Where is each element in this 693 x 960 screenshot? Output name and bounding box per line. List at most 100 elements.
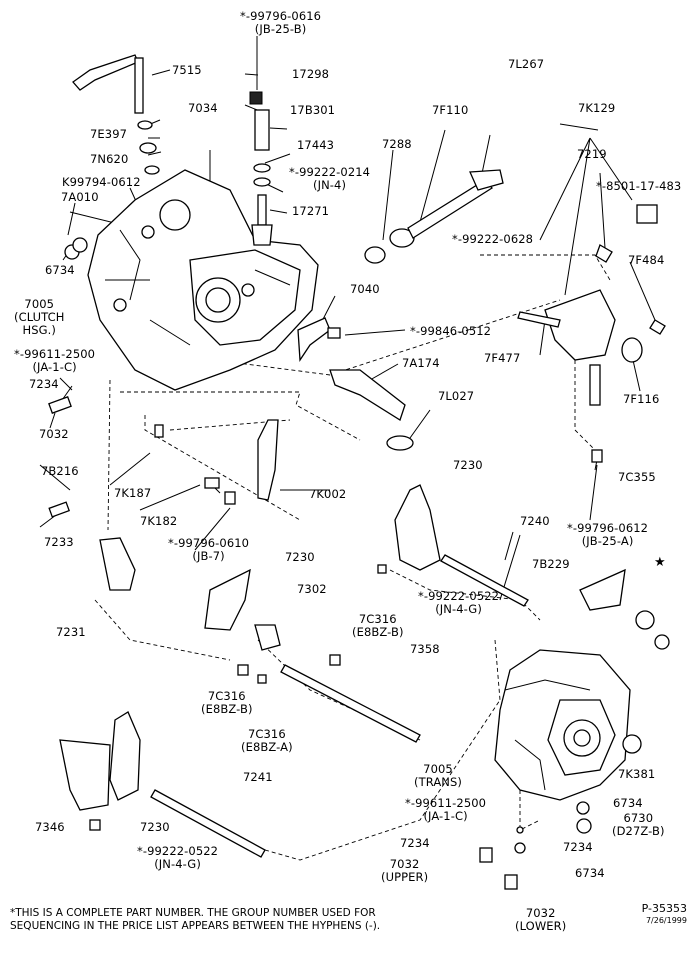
pins-and-bolts	[48, 225, 670, 890]
label-7f477: 7F477	[484, 351, 521, 365]
label-7034: 7034	[188, 101, 218, 115]
label-7230-a: 7230	[453, 458, 483, 472]
label-99222-0522-b: *-99222-0522(JN-4-G)	[137, 845, 218, 871]
label-7005-trans: 7005(TRANS)	[414, 763, 462, 789]
label-7233: 7233	[44, 535, 74, 549]
label-7k381: 7K381	[618, 767, 656, 781]
part-number: *-99222-0214	[289, 165, 371, 179]
label-7f484: 7F484	[628, 253, 665, 267]
label-7515: 7515	[172, 63, 202, 77]
group-code: (E8BZ-B)	[201, 702, 253, 716]
label-7l027: 7L027	[438, 389, 475, 403]
label-7288: 7288	[382, 137, 412, 151]
reference-number: P-35353	[641, 902, 687, 915]
label-7219: 7219	[577, 147, 607, 161]
label-7040: 7040	[350, 282, 380, 296]
label-7k187: 7K187	[114, 486, 152, 500]
label-7234-b: 7234	[400, 836, 430, 850]
label-99846-0512: *-99846-0512	[410, 324, 492, 338]
label-k99794-0612: K99794-0612	[62, 175, 141, 189]
part-number: 7005	[423, 762, 453, 776]
shift-rails	[150, 554, 626, 858]
label-7358: 7358	[410, 642, 440, 656]
label-7f110: 7F110	[432, 103, 469, 117]
part-number: *-99222-0522	[137, 844, 219, 858]
label-7240: 7240	[520, 514, 550, 528]
footnote: *THIS IS A COMPLETE PART NUMBER. THE GRO…	[10, 907, 381, 932]
label-99222-0522-a: *-99222-0522(JN-4-G)	[418, 590, 499, 616]
group-code: (JN-4-G)	[435, 602, 482, 616]
label-99222-0214: *-99222-0214(JN-4)	[289, 166, 370, 192]
label-star: ★	[654, 555, 666, 570]
part-number: 7C316	[247, 727, 286, 741]
label-99796-0610: *-99796-0610(JB-7)	[168, 537, 249, 563]
label-7230-c: 7230	[140, 820, 170, 834]
part-number: *-99796-0612	[567, 521, 649, 535]
description: (TRANS)	[414, 775, 462, 789]
part-number: 7032	[525, 906, 556, 920]
label-8501-17-483: *-8501-17-483	[596, 179, 682, 193]
label-7c316-a: 7C316(E8BZ-B)	[352, 613, 404, 639]
part-number: *-99611-2500	[405, 796, 487, 810]
clutch-housing	[87, 169, 319, 391]
label-7f116: 7F116	[623, 392, 660, 406]
label-7230-b: 7230	[285, 550, 315, 564]
label-7c316-b: 7C316(E8BZ-B)	[201, 690, 253, 716]
label-7k002: 7K002	[309, 487, 347, 501]
speedometer-gear-parts	[249, 91, 273, 246]
label-7b216: 7B216	[41, 464, 79, 478]
label-7241: 7241	[243, 770, 273, 784]
label-7n620: 7N620	[90, 152, 129, 166]
group-code: (JN-4)	[313, 178, 347, 192]
group-code: (E8BZ-B)	[352, 625, 404, 639]
label-7c316-c: 7C316(E8BZ-A)	[241, 728, 293, 754]
label-6734-a: 6734	[45, 263, 75, 277]
label-7e397: 7E397	[90, 127, 128, 141]
label-99611-2500-b: *-99611-2500(JA-1-C)	[405, 797, 486, 823]
part-number: *-99611-2500	[14, 347, 96, 361]
label-6734-c: 6734	[575, 866, 605, 880]
label-7032-lower: 7032(LOWER)	[515, 907, 566, 933]
label-7k182: 7K182	[140, 514, 178, 528]
group-code: (JB-25-B)	[254, 22, 307, 36]
label-6734-b: 6734	[613, 796, 643, 810]
shift-forks	[59, 317, 441, 811]
part-number: 7005	[24, 297, 55, 311]
part-number: 7C316	[358, 612, 397, 626]
label-7a174: 7A174	[402, 356, 440, 370]
label-7b229: 7B229	[532, 557, 570, 571]
label-7302: 7302	[297, 582, 327, 596]
group-code: (JN-4-G)	[154, 857, 201, 871]
label-99796-0612: *-99796-0612(JB-25-A)	[567, 522, 648, 548]
part-number: 6730	[623, 811, 654, 825]
label-7346: 7346	[35, 820, 65, 834]
label-7l267: 7L267	[508, 57, 545, 71]
group-code: (E8BZ-A)	[241, 740, 293, 754]
label-7a010: 7A010	[61, 190, 99, 204]
reference-block: P-35353 7/26/1999	[642, 903, 687, 927]
group-code: (D27Z-B)	[612, 824, 665, 838]
group-code: (JB-7)	[192, 549, 225, 563]
label-7231: 7231	[56, 625, 86, 639]
label-99222-0628: *-99222-0628	[452, 232, 534, 246]
label-99611-2500-a: *-99611-2500(JA-1-C)	[14, 348, 95, 374]
part-number: 7032	[389, 857, 420, 871]
shift-lever	[72, 54, 160, 175]
group-code: (JA-1-C)	[32, 360, 77, 374]
label-7032-upper: 7032(UPPER)	[381, 858, 428, 884]
label-99796-0616: *-99796-0616(JB-25-B)	[240, 10, 321, 36]
description: (UPPER)	[381, 870, 429, 884]
label-7c355: 7C355	[618, 470, 656, 484]
group-code: (JA-1-C)	[423, 809, 468, 823]
label-17b301: 17B301	[290, 103, 336, 117]
reference-date: 7/26/1999	[645, 916, 687, 925]
label-17271: 17271	[292, 204, 330, 218]
label-7k129: 7K129	[578, 101, 616, 115]
label-7234-c: 7234	[563, 840, 593, 854]
label-7234-a: 7234	[29, 377, 59, 391]
part-number: *-99796-0610	[168, 536, 250, 550]
label-7032-a: 7032	[39, 427, 69, 441]
label-6730: 6730(D27Z-B)	[612, 812, 665, 838]
part-number: 7C316	[207, 689, 246, 703]
